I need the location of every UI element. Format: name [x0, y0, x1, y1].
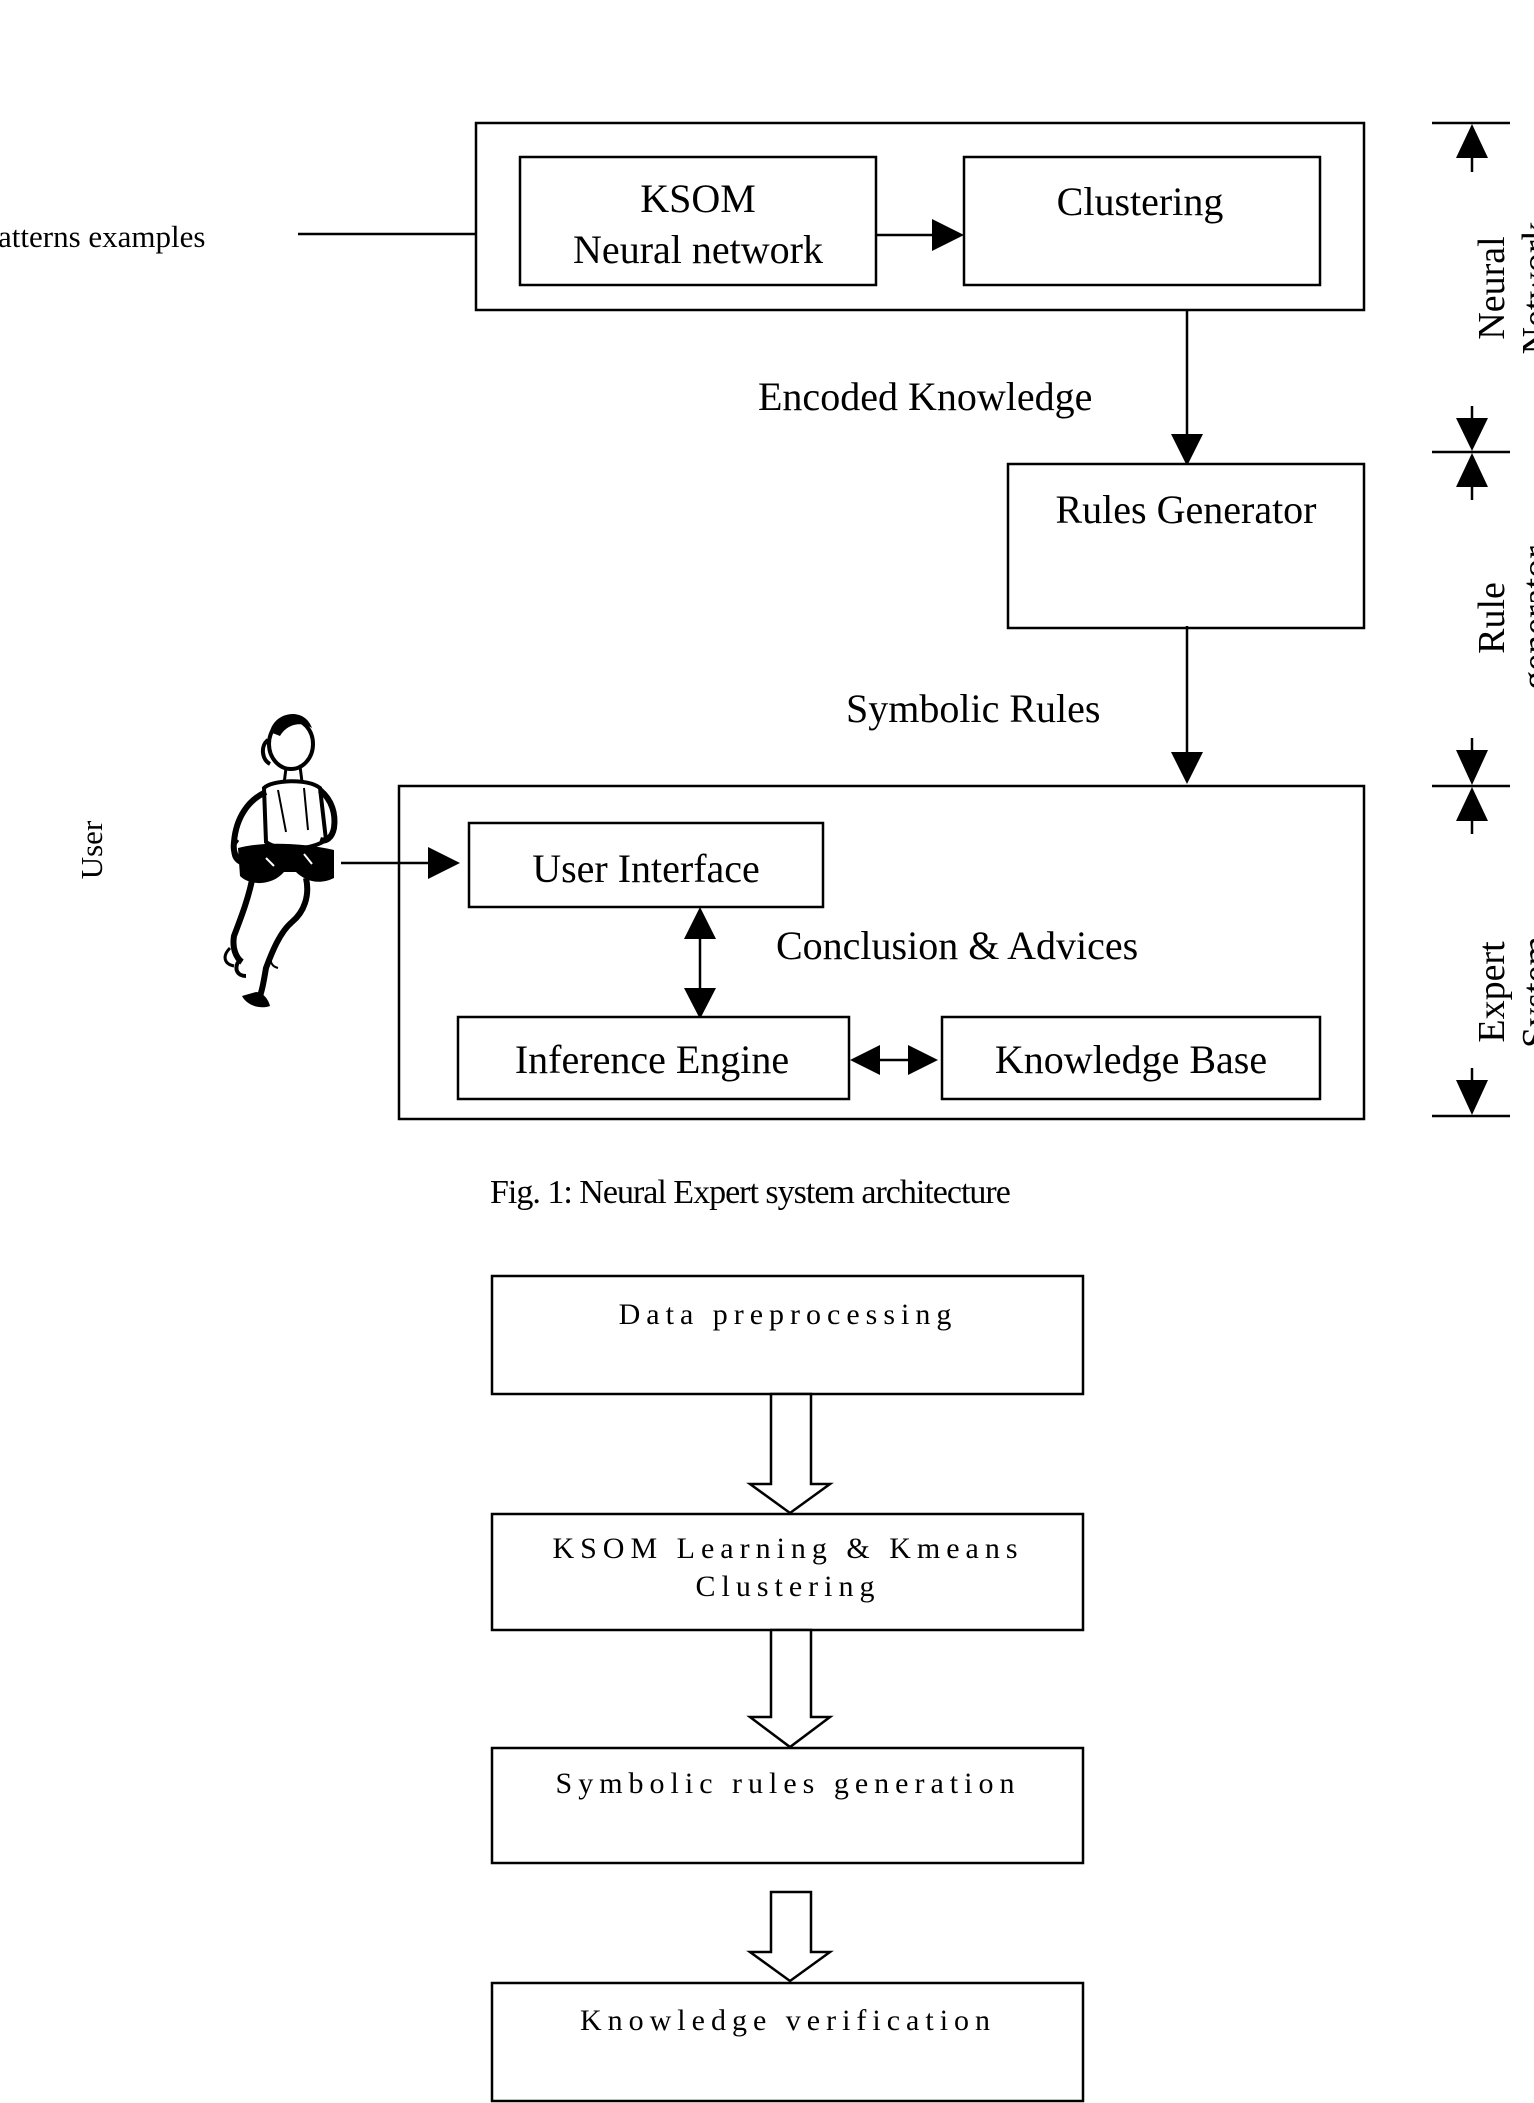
knowledge-verification-box — [490, 1981, 1085, 2103]
user-arrowhead — [428, 847, 460, 879]
knowledge-verification-label: Knowledge verification — [580, 2004, 996, 2037]
inference-kb-arrowhead-right — [908, 1045, 938, 1075]
ksom-box — [518, 155, 878, 287]
inference-kb-arrowhead-left — [850, 1045, 880, 1075]
side-label-expert-line2: System — [1515, 936, 1534, 1048]
user-label: User — [74, 820, 109, 879]
side-label-expert-line1: Expert — [1471, 941, 1513, 1043]
runner-user-illustration — [223, 714, 338, 1008]
symbolic-rules-generation-label: Symbolic rules generation — [556, 1767, 1021, 1800]
ksom-learning-box — [490, 1512, 1085, 1632]
encoded-knowledge-label: Encoded Knowledge — [758, 374, 1092, 419]
knowledge-base-box — [940, 1015, 1322, 1101]
side-label-neural-line2: Network — [1515, 222, 1534, 355]
conclusion-label: Conclusion & Advices — [776, 923, 1138, 968]
inference-engine-label: Inference Engine — [515, 1037, 789, 1082]
figure-1-caption: Fig. 1: Neural Expert system architectur… — [490, 1174, 1010, 1211]
ksom-learning-label-line1: KSOM Learning & Kmeans — [552, 1532, 1023, 1565]
ksom-label-line2: Neural network — [573, 227, 823, 272]
flow-arrow-1 — [746, 1392, 834, 1515]
ksom-label-line1: KSOM — [640, 176, 756, 221]
clustering-label: Clustering — [1057, 179, 1224, 224]
clustering-box — [962, 155, 1322, 287]
user-interface-box — [467, 821, 825, 909]
symbolic-rules-arrowhead — [1171, 752, 1203, 784]
side-label-neural-line1: Neural — [1471, 236, 1513, 339]
side-label-rule-line2: generator — [1515, 546, 1534, 690]
figure-2-flowchart: Data preprocessing KSOM Learning & Kmean… — [490, 1274, 1085, 2103]
encoded-knowledge-arrowhead — [1171, 434, 1203, 466]
flow-arrow-3 — [746, 1890, 834, 1983]
ui-inference-arrowhead-up — [684, 907, 716, 939]
data-preprocessing-box — [490, 1274, 1085, 1396]
input-label: atterns examples — [0, 219, 205, 254]
knowledge-base-label: Knowledge Base — [995, 1037, 1267, 1082]
symbolic-rules-label: Symbolic Rules — [846, 686, 1100, 731]
side-scale-bracket: Neural Network Rule generator Expert Sys… — [1432, 121, 1534, 1118]
symbolic-rules-generation-box — [490, 1746, 1085, 1865]
ksom-to-clustering-arrowhead — [932, 219, 964, 251]
inference-engine-box — [456, 1015, 851, 1101]
rules-generator-box — [1006, 462, 1366, 630]
flow-arrow-2 — [746, 1628, 834, 1749]
side-label-rule-line1: Rule — [1471, 582, 1513, 654]
data-preprocessing-label: Data preprocessing — [619, 1298, 958, 1331]
figure-1: atterns examples KSOM Neural network Clu… — [0, 121, 1534, 1211]
rules-generator-label: Rules Generator — [1055, 487, 1316, 532]
user-interface-label: User Interface — [532, 846, 760, 891]
ksom-learning-label-line2: Clustering — [696, 1570, 881, 1603]
ui-inference-arrowhead-down — [684, 988, 716, 1019]
